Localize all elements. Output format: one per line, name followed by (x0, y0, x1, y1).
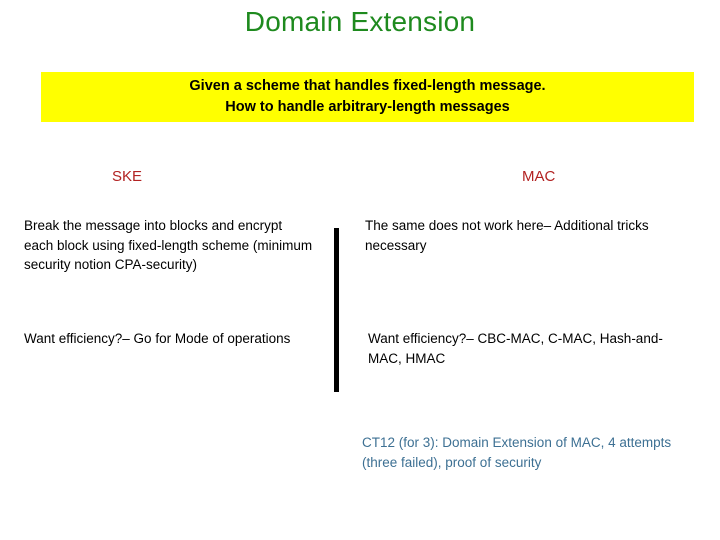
mac-paragraph-2: Want efficiency?– CBC-MAC, C-MAC, Hash-a… (368, 331, 663, 366)
ske-paragraph-1: Break the message into blocks and encryp… (24, 218, 313, 272)
column-header-ske: SKE (112, 168, 143, 185)
column-header-mac: MAC (522, 168, 556, 185)
mac-paragraph-1: The same does not work here– Additional … (365, 218, 649, 253)
banner-line-2: How to handle arbitrary-length messages (225, 99, 510, 115)
highlight-banner: Given a scheme that handles fixed-length… (41, 72, 694, 122)
ske-paragraph-2: Want efficiency?– Go for Mode of operati… (24, 331, 291, 346)
column-divider (334, 228, 339, 392)
banner-line-1: Given a scheme that handles fixed-length… (189, 78, 546, 94)
footnote-reference: CT12 (for 3): Domain Extension of MAC, 4… (362, 435, 672, 470)
page-title: Domain Extension (244, 6, 476, 37)
